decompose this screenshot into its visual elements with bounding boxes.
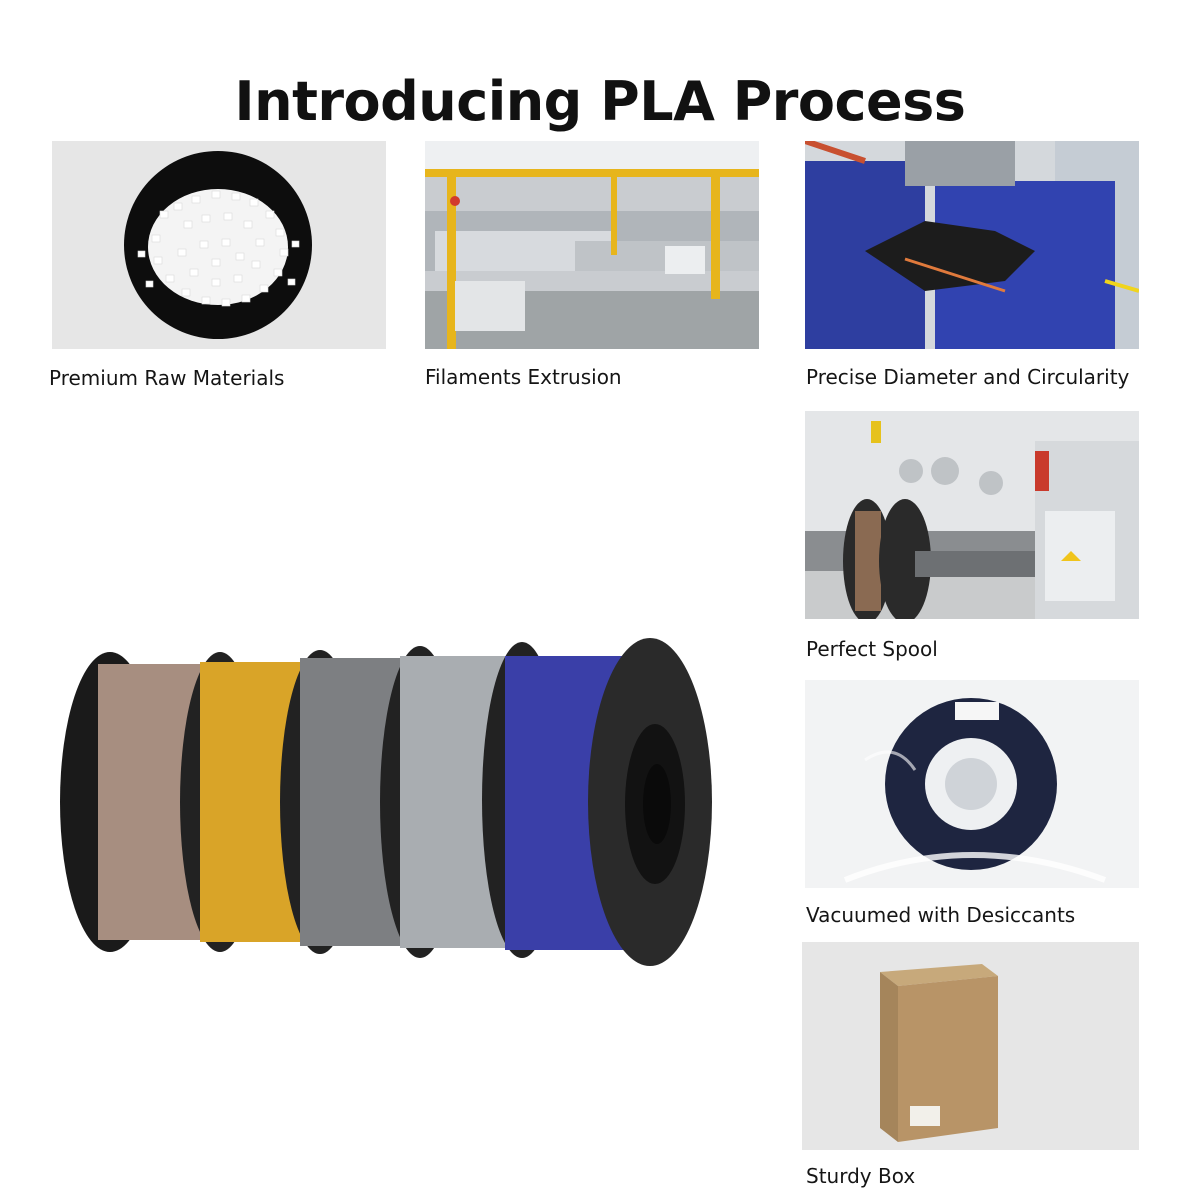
step-caption-vacuumed: Vacuumed with Desiccants	[806, 903, 1076, 927]
step-caption-extrusion: Filaments Extrusion	[425, 365, 622, 389]
sturdy-box-image	[802, 942, 1139, 1150]
spool-winding-image	[805, 411, 1139, 619]
extrusion-line-image	[425, 141, 759, 349]
step-caption-perfect-spool: Perfect Spool	[806, 637, 938, 661]
step-caption-sturdy-box: Sturdy Box	[806, 1164, 916, 1188]
diameter-measuring-image	[805, 141, 1139, 349]
step-caption-raw-materials: Premium Raw Materials	[49, 366, 285, 390]
step-caption-diameter: Precise Diameter and Circularity	[806, 365, 1130, 389]
page-title: Introducing PLA Process	[234, 70, 966, 134]
raw-materials-image	[52, 141, 386, 349]
vacuum-bag-image	[805, 680, 1139, 888]
filament-spools-image	[50, 622, 730, 982]
